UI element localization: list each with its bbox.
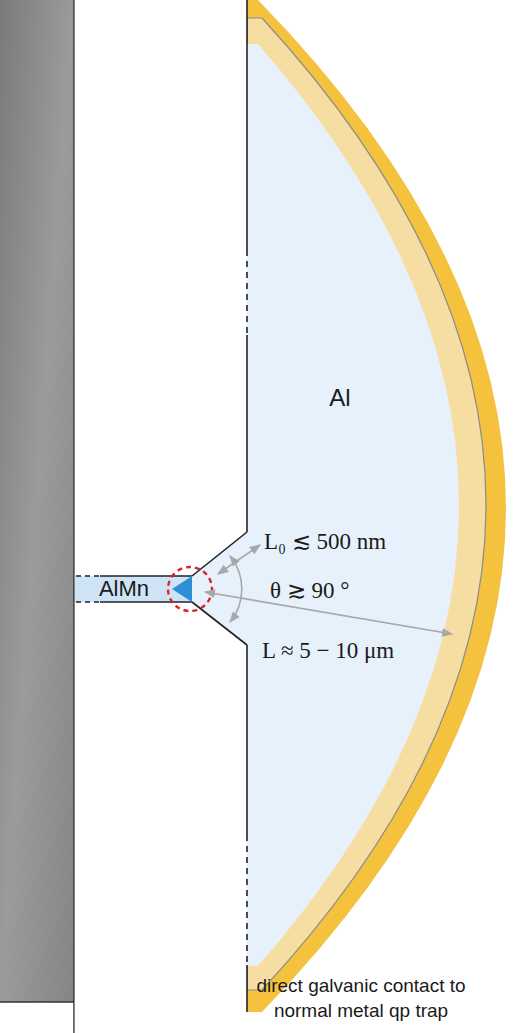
caption-note: direct galvanic contact to normal metal … (236, 974, 486, 1023)
image-border (73, 0, 75, 1033)
background (75, 0, 247, 1033)
al-wedge (192, 532, 247, 645)
region-label-box: Al (300, 378, 380, 418)
overlap-region (172, 576, 192, 602)
dimension-label: L ≈ 5 − 10 μm (262, 636, 492, 666)
node-text: AlMn (99, 576, 149, 602)
highlight-circle (168, 567, 212, 611)
dimension-label: L₀ ≲ 500 nm (264, 527, 464, 557)
node-text: Al (329, 384, 350, 412)
trap-band-inner (247, 18, 486, 990)
image-border (0, 1001, 74, 1003)
lead-label-box: AlMn (78, 576, 170, 602)
almn-lead (75, 576, 192, 602)
al-pad (247, 44, 459, 966)
trap-band-outer (247, 0, 506, 1012)
angle-arc (230, 556, 242, 622)
angle-label: θ ≳ 90 ° (270, 576, 420, 606)
sem-image (0, 0, 74, 1002)
